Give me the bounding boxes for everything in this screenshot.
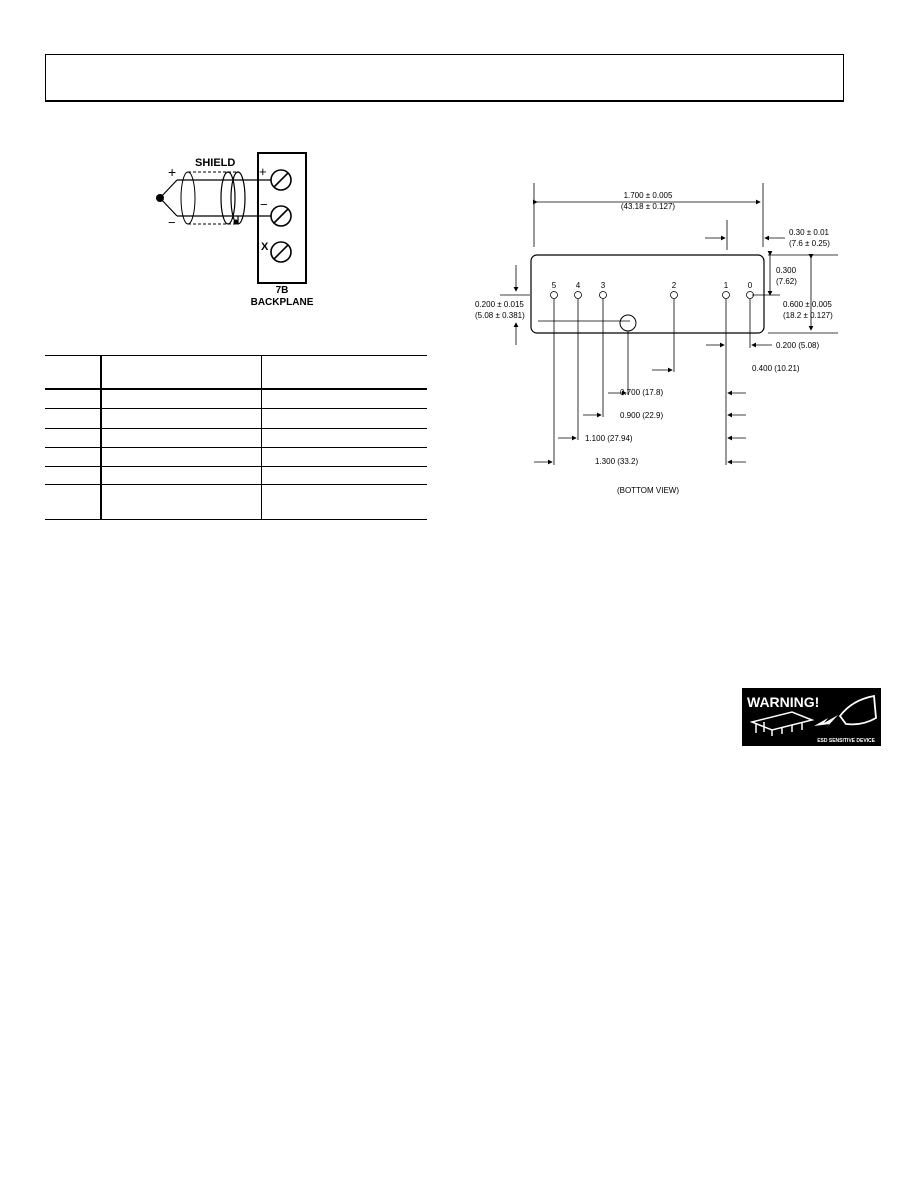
plus-label: + xyxy=(168,164,176,180)
width-label: 0.600 ± 0.005 xyxy=(783,300,832,309)
table-rule xyxy=(45,466,427,467)
esd-warning-caption: ESD SENSITIVE DEVICE xyxy=(817,738,875,744)
left-offset-label: 0.200 ± 0.015 xyxy=(475,300,524,309)
table-rule xyxy=(45,388,427,390)
table-rule xyxy=(45,408,427,409)
module-outline xyxy=(530,254,765,334)
table-rule xyxy=(45,355,427,356)
pin-label: 3 xyxy=(601,281,606,290)
table-rule xyxy=(45,447,427,448)
edge-offset-label: 0.30 ± 0.01 xyxy=(789,228,830,237)
bottom-view-label: (BOTTOM VIEW) xyxy=(617,486,679,495)
dim-0-900-label: 0.900 (22.9) xyxy=(620,411,663,420)
dimension-drawing: 1.700 ± 0.005 (43.18 ± 0.127) 0.30 ± 0.0… xyxy=(475,183,838,495)
table-column-rule xyxy=(100,355,102,520)
table-rule xyxy=(45,519,427,520)
pin-label: 5 xyxy=(552,281,557,290)
esd-warning-logo: WARNING! ESD SENSITIVE DEVICE xyxy=(742,688,881,746)
pin-table xyxy=(45,355,427,520)
edge-offset-mm-label: (7.6 ± 0.25) xyxy=(789,239,830,248)
left-offset-mm-label: (5.08 ± 0.381) xyxy=(475,311,525,320)
pin-label: 1 xyxy=(724,281,729,290)
pin-row-height-label: 0.300 xyxy=(776,266,797,275)
width-mm-label: (18.2 ± 0.127) xyxy=(783,311,833,320)
page-header-box xyxy=(45,54,844,102)
dim-1-300-label: 1.300 (33.2) xyxy=(595,457,638,466)
wiring-diagram: + − X SHIELD + − 7B BACKPLANE xyxy=(156,152,314,308)
esd-warning-title: WARNING! xyxy=(747,694,819,710)
dim-0-700-label: 0.700 (17.8) xyxy=(620,388,663,397)
chip-icon xyxy=(749,711,815,736)
dim-1-100-label: 1.100 (27.94) xyxy=(585,434,633,443)
terminal-x-screw xyxy=(270,241,292,263)
terminal-plus-label: + xyxy=(259,164,267,179)
lightning-bolt-icon xyxy=(814,715,838,728)
backplane-label-line2: BACKPLANE xyxy=(251,297,314,308)
table-rule xyxy=(45,484,427,485)
dim-0-400-label: 0.400 (10.21) xyxy=(752,364,800,373)
overall-length-label: 1.700 ± 0.005 xyxy=(624,191,673,200)
pin-label: 2 xyxy=(672,281,677,290)
terminal-x-label: X xyxy=(261,241,269,253)
shield-label: SHIELD xyxy=(195,157,235,169)
pin-row-height-mm-label: (7.62) xyxy=(776,277,797,286)
table-rule xyxy=(45,428,427,429)
terminal-minus-screw xyxy=(270,205,292,227)
minus-label: − xyxy=(168,215,176,230)
backplane-label-line1: 7B xyxy=(276,285,289,296)
backplane-terminal-block xyxy=(257,152,307,284)
pin-label: 0 xyxy=(748,281,753,290)
overall-length-mm-label: (43.18 ± 0.127) xyxy=(621,202,676,211)
terminal-minus-label: − xyxy=(260,197,268,212)
table-column-rule xyxy=(261,355,262,520)
dim-0-200-label: 0.200 (5.08) xyxy=(776,341,819,350)
cable-shield xyxy=(180,171,246,225)
hand-icon xyxy=(838,694,877,726)
terminal-plus-screw xyxy=(270,169,292,191)
thermocouple-junction xyxy=(156,179,271,217)
pin-label: 4 xyxy=(576,281,581,290)
